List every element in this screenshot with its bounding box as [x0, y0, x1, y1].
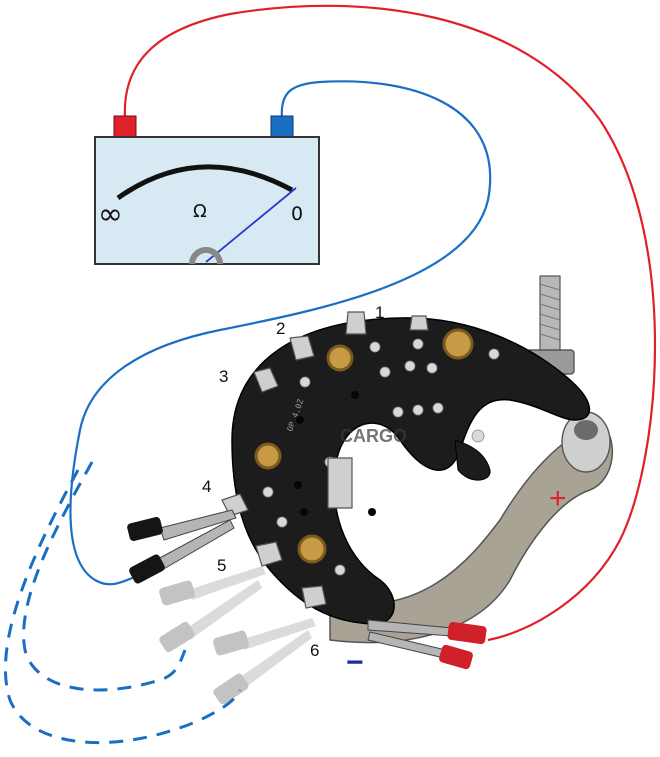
- blue-test-lead: [69, 80, 492, 586]
- terminal-label-1: 1: [375, 303, 384, 322]
- rectifier-board: OP 4.0Z CARGO: [221, 275, 614, 644]
- meter-zero-label: 0: [291, 203, 303, 225]
- clip-heatsink-red: [367, 619, 487, 670]
- meter-body: [94, 136, 320, 265]
- clip-terminal-6-ghost: [213, 618, 316, 705]
- diode: [326, 344, 354, 372]
- diode: [442, 328, 474, 360]
- meter-needle: [205, 187, 297, 263]
- terminal-label-3: 3: [219, 367, 228, 386]
- heatsink-plate: [329, 419, 614, 644]
- terminal-2-spade: [289, 335, 315, 361]
- terminal-labels: 1 2 3 4 5 6: [202, 303, 384, 660]
- stud-threads: [539, 283, 561, 341]
- board-watermark: CARGO: [340, 426, 407, 446]
- meter-infinity-label: ∞: [98, 197, 123, 232]
- terminal-label-5: 5: [217, 556, 226, 575]
- blue-dashed-lead-5: [22, 461, 187, 692]
- meter-blue-terminal: [270, 115, 294, 139]
- sleeve-hole: [574, 420, 598, 440]
- diode: [297, 534, 327, 564]
- terminal-label-2: 2: [276, 319, 285, 338]
- diode: [254, 442, 282, 470]
- terminal-3-spade: [253, 367, 279, 393]
- minus-polarity-mark: −: [346, 646, 364, 679]
- meter-ohm-label: Ω: [193, 201, 207, 222]
- terminal-1-spade: [345, 311, 367, 335]
- ohmmeter: ∞ Ω 0: [94, 115, 320, 265]
- solder-points: [262, 338, 500, 576]
- meter-red-terminal: [113, 115, 137, 139]
- terminal-6-spade: [301, 585, 327, 609]
- center-bracket: [327, 457, 353, 509]
- board-holes: [294, 391, 376, 516]
- meter-scale-arc: [116, 164, 294, 201]
- clip-terminal-5-ghost: [159, 566, 266, 653]
- wires: [4, 4, 657, 745]
- press-fit-diodes: [254, 328, 474, 564]
- clip-terminal-4: [127, 509, 237, 584]
- terminal-5-spade: [255, 541, 283, 567]
- alligator-clips: [127, 509, 487, 705]
- terminal-label-6: 6: [310, 641, 319, 660]
- board-tab: [454, 439, 491, 481]
- meter-pivot: [189, 247, 223, 265]
- terminal-label-4: 4: [202, 477, 211, 496]
- terminal-1b-spade: [409, 315, 429, 331]
- red-test-lead: [123, 4, 657, 642]
- blue-dashed-lead-6: [4, 469, 242, 745]
- plus-polarity-mark: +: [549, 482, 567, 515]
